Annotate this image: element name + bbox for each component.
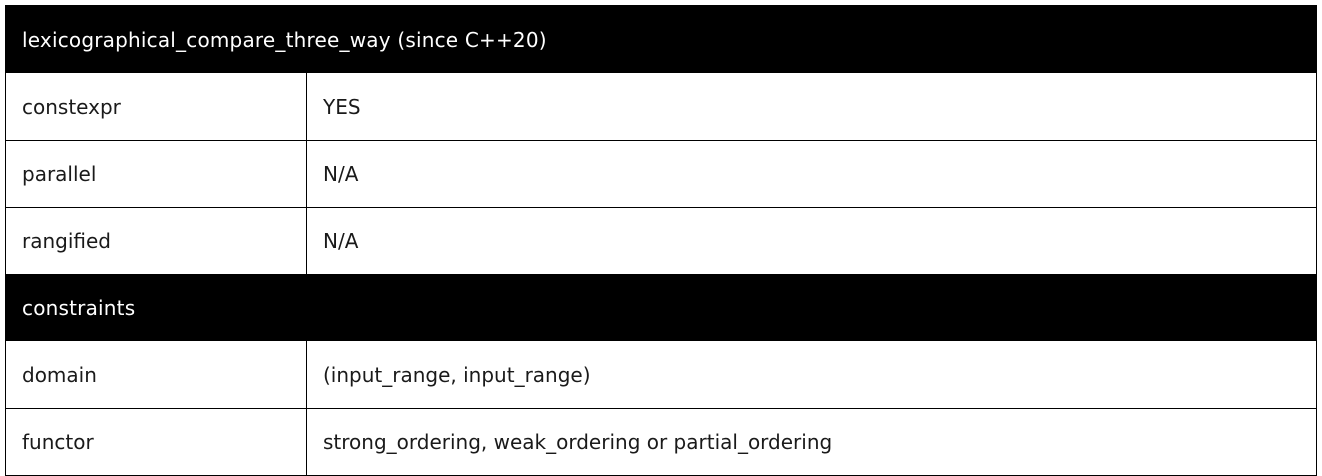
table-row-parallel: parallel N/A <box>6 140 1316 207</box>
section-header-constraints: constraints <box>6 274 1316 341</box>
row-key: constexpr <box>6 73 307 140</box>
table-row-functor: functor strong_ordering, weak_ordering o… <box>6 408 1316 475</box>
row-key: functor <box>6 409 307 475</box>
row-value: (input_range, input_range) <box>323 362 591 387</box>
section-header-title: lexicographical_compare_three_way (since… <box>6 6 1316 73</box>
row-value: YES <box>323 94 361 119</box>
row-key: parallel <box>6 141 307 207</box>
properties-table: lexicographical_compare_three_way (since… <box>5 5 1317 476</box>
table-row-constexpr: constexpr YES <box>6 73 1316 140</box>
row-key: domain <box>6 341 307 408</box>
row-value: N/A <box>323 229 359 253</box>
row-value: strong_ordering, weak_ordering or partia… <box>323 430 833 454</box>
table-row-rangified: rangified N/A <box>6 207 1316 274</box>
row-value: N/A <box>323 162 359 186</box>
row-key: rangified <box>6 208 307 274</box>
table-row-domain: domain (input_range, input_range) <box>6 341 1316 408</box>
